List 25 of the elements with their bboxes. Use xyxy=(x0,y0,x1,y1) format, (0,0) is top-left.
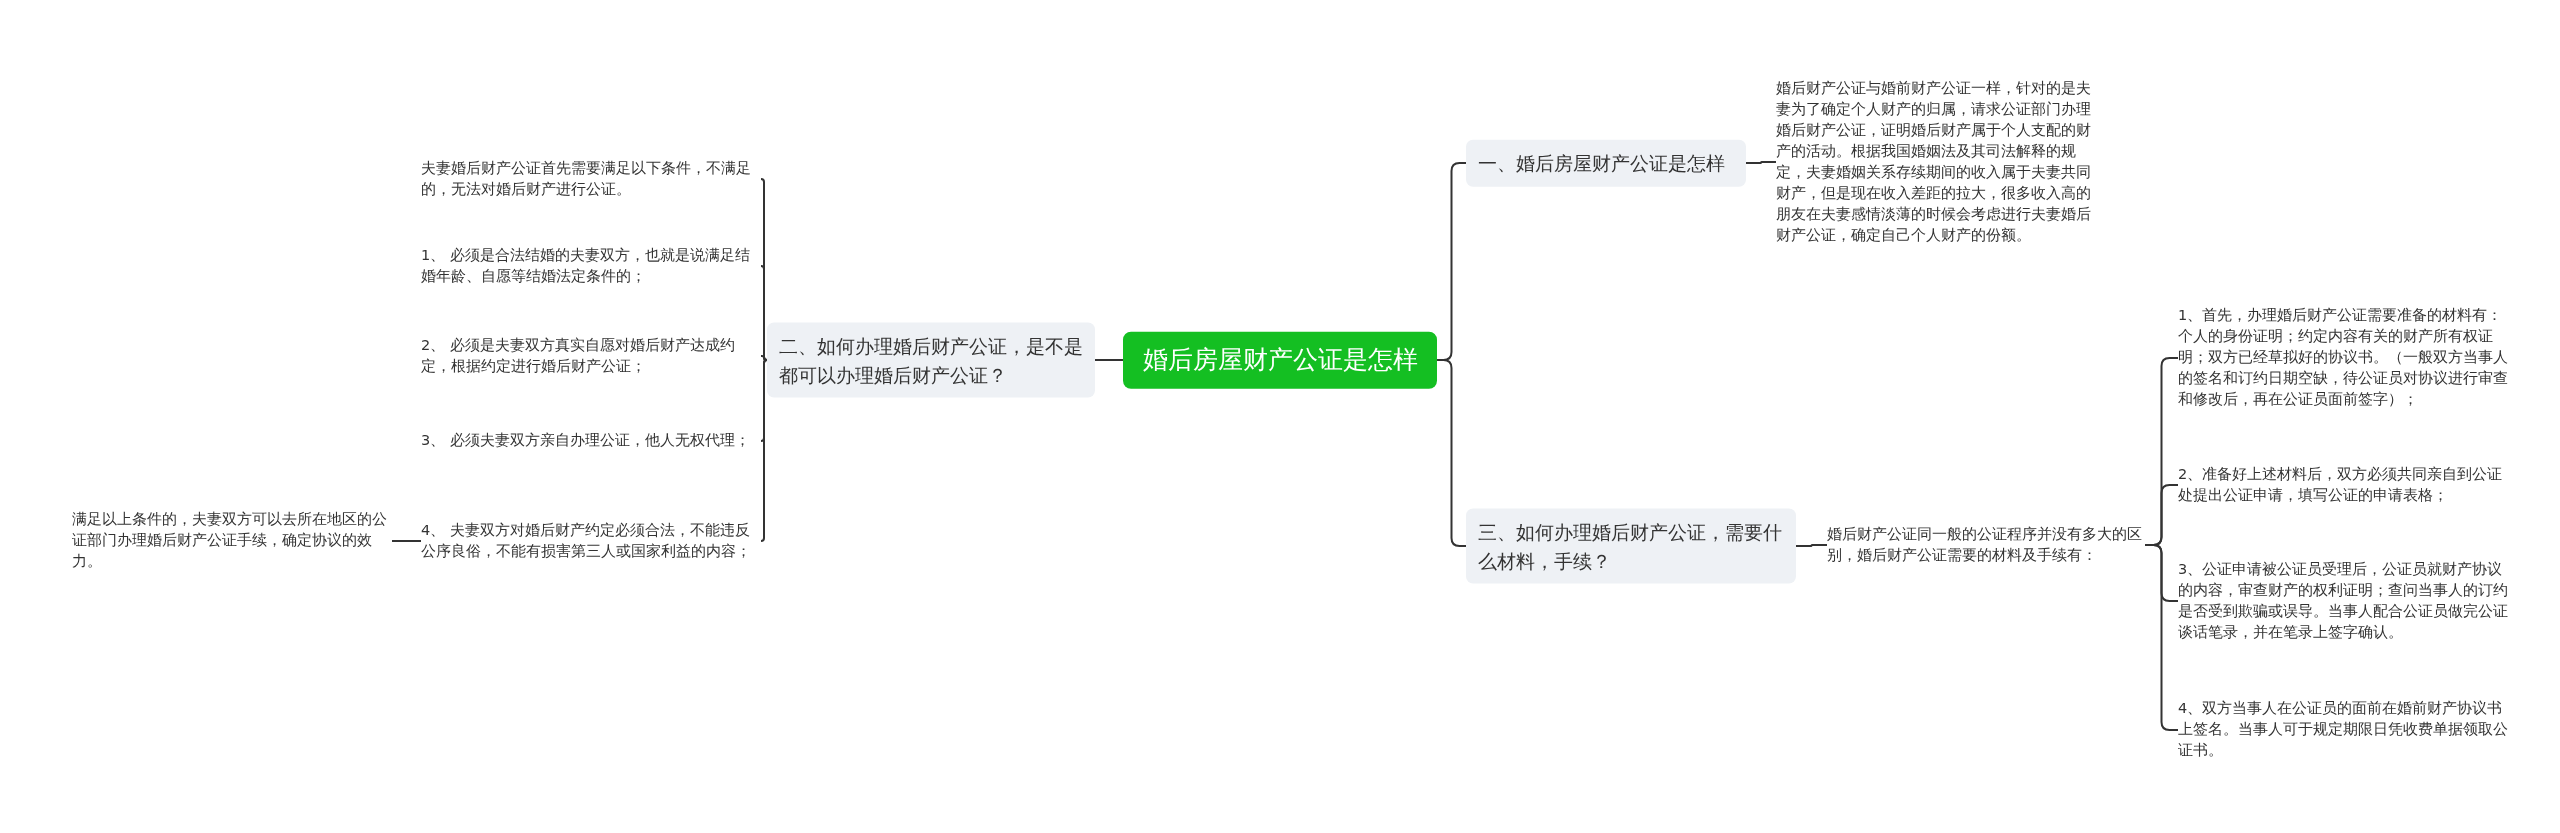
central-topic-text: 婚后房屋财产公证是怎样 xyxy=(1142,343,1418,376)
note-text: 婚后财产公证与婚前财产公证一样，针对的是夫妻为了确定个人财产的归属，请求公证部门办理婚后财产公证，证明婚后财产属于个人支配的财产的活动。根据我国婚姻法及其司法解释的规定，夫妻婚姻关系存续期间的收入属于夫妻共同财产，但是现在收入差距的拉大，很多收入高的朋友在夫妻感情淡薄的时候会考虑进行夫妻婚后财产公证，确定自己个人财产的份额。 xyxy=(1776,77,2102,247)
topic-box xyxy=(1466,508,1796,584)
topic-box xyxy=(767,322,1095,398)
note-text: 4、 夫妻双方对婚后财产约定必须合法，不能违反公序良俗，不能有损害第三人或国家利益的内容； xyxy=(421,520,761,562)
topic-text: 二、如何办理婚后财产公证，是不是都可以办理婚后财产公证？ xyxy=(779,333,1083,387)
note-text: 2、 必须是夫妻双方真实自愿对婚后财产达成约定，根据约定进行婚后财产公证； xyxy=(421,335,761,377)
note-text: 满足以上条件的，夫妻双方可以去所在地区的公证部门办理婚后财产公证手续，确定协议的效力。 xyxy=(72,509,392,573)
note-text: 1、首先，办理婚后财产公证需要准备的材料有：个人的身份证明；约定内容有关的财产所有权证明；双方已经草拟好的协议书。（一般双方当事人的签名和订约日期空缺，待公证员对协议进行审查和修改后，再在公证员面前签字）； xyxy=(2178,305,2508,411)
connector-line xyxy=(1795,544,1828,547)
topic-text: 三、如何办理婚后财产公证，需要什么材料，手续？ xyxy=(1478,519,1783,573)
connector-line xyxy=(1094,359,1124,361)
connector-line xyxy=(760,359,768,542)
note-text: 2、准备好上述材料后，双方必须共同亲自到公证处提出公证申请，填写公证的申请表格； xyxy=(2178,464,2508,506)
note-text: 夫妻婚后财产公证首先需要满足以下条件，不满足的，无法对婚后财产进行公证。 xyxy=(421,158,761,200)
note-text: 1、 必须是合法结婚的夫妻双方，也就是说满足结婚年龄、自愿等结婚法定条件的； xyxy=(421,245,761,287)
connector-line xyxy=(391,540,422,542)
note-text: 3、 必须夫妻双方亲自办理公证，他人无权代理； xyxy=(421,430,761,452)
topic-text: 一、婚后房屋财产公证是怎样 xyxy=(1478,150,1726,176)
connector-line xyxy=(1745,161,1777,164)
topic-box xyxy=(1466,139,1746,187)
note-text: 3、公证申请被公证员受理后，公证员就财产协议的内容，审查财产的权利证明；查问当事人的订约是否受到欺骗或误导。当事人配合公证员做完公证谈话笔录，并在笔录上签字确认。 xyxy=(2178,558,2508,644)
note-text: 婚后财产公证同一般的公证程序并没有多大的区别，婚后财产公证需要的材料及手续有： xyxy=(1827,524,2145,566)
central-topic-box xyxy=(1123,331,1437,389)
note-text: 4、双方当事人在公证员的面前在婚前财产协议书上签名。当事人可于规定期限日凭收费单据领取公证书。 xyxy=(2178,698,2508,762)
